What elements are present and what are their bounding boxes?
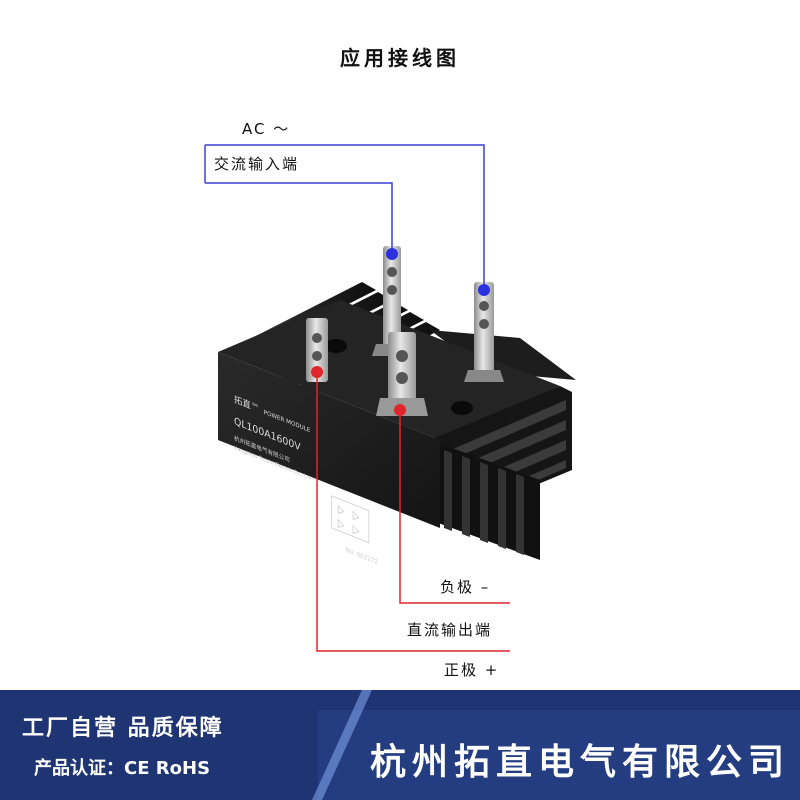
ac-connection-dot xyxy=(386,248,398,260)
heatsink-side-fins xyxy=(430,386,572,560)
footer-banner xyxy=(0,690,800,800)
negative-label: 负极 – xyxy=(440,578,491,596)
dc-connection-dot xyxy=(311,366,323,378)
footer-shape xyxy=(0,690,800,800)
mounting-hole xyxy=(451,401,473,415)
mounting-hole xyxy=(325,339,347,353)
dc-terminal-negative xyxy=(306,318,328,382)
dc-output-label: 直流输出端 xyxy=(407,621,493,639)
dc-connection-dot xyxy=(394,404,406,416)
footer-slogan: 工厂自营 品质保障 xyxy=(22,716,224,741)
module-serial: No. 002272 xyxy=(346,546,378,566)
footer-certification: 产品认证：CE RoHS xyxy=(34,758,211,779)
module-front-face xyxy=(218,352,440,528)
page-title: 应用接线图 xyxy=(340,46,460,70)
ac-wires xyxy=(205,144,485,290)
ac-label: AC ～ xyxy=(242,120,291,138)
footer-company-name: 杭州拓直电气有限公司 xyxy=(369,742,790,783)
ac-terminal-right xyxy=(464,282,504,382)
bridge-symbol-icon xyxy=(331,495,370,544)
ac-connection-dot xyxy=(478,284,490,296)
positive-label: 正极 + xyxy=(444,661,500,679)
ac-input-label: 交流输入端 xyxy=(214,155,300,173)
dc-wires xyxy=(316,372,510,652)
